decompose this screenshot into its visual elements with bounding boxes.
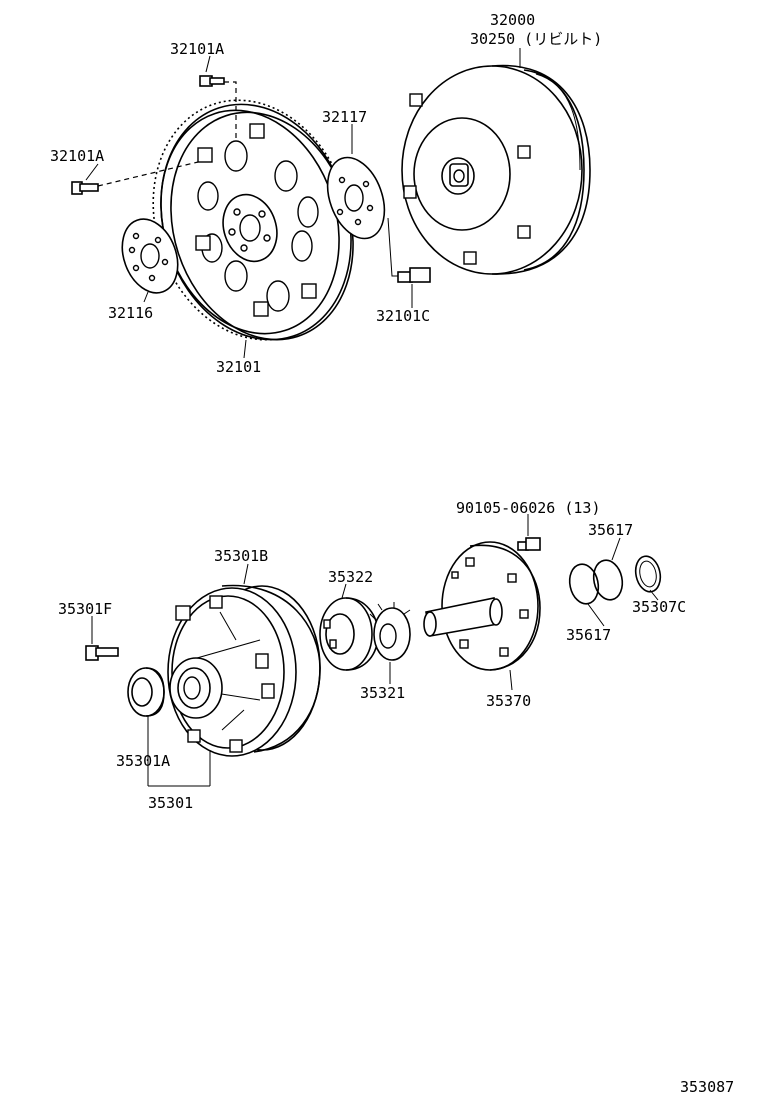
label-35301: 35301 xyxy=(148,794,193,812)
label-32117: 32117 xyxy=(322,108,367,126)
seal-rings-35617[interactable] xyxy=(566,558,626,607)
label-35617-top: 35617 xyxy=(588,521,633,539)
leader-lines xyxy=(85,48,659,787)
label-32101a-left: 32101A xyxy=(50,147,104,165)
label-35301f: 35301F xyxy=(58,600,112,618)
align-line-top xyxy=(224,81,237,140)
align-line-right xyxy=(387,217,398,277)
label-32116: 32116 xyxy=(108,304,153,322)
label-35370: 35370 xyxy=(486,692,531,710)
label-35301a: 35301A xyxy=(116,752,170,770)
bolt-32101c[interactable] xyxy=(397,267,431,283)
bolt-32101a-top[interactable] xyxy=(199,75,225,87)
stator-shaft-35370[interactable] xyxy=(423,541,541,671)
bolt-90105[interactable] xyxy=(517,537,541,551)
label-35321: 35321 xyxy=(360,684,405,702)
bolt-35301f[interactable] xyxy=(85,645,119,661)
snap-ring-35307c[interactable] xyxy=(633,554,664,594)
spacer-32116[interactable] xyxy=(113,211,188,300)
label-32101: 32101 xyxy=(216,358,261,376)
drive-plate[interactable] xyxy=(123,74,382,365)
drive-gear-35321[interactable] xyxy=(369,602,411,661)
spacer-32117[interactable] xyxy=(317,150,395,247)
oil-seal-35301a[interactable] xyxy=(127,667,165,717)
bolt-32101a-left[interactable] xyxy=(71,181,99,195)
label-90105: 90105-06026 (13) xyxy=(456,499,601,517)
label-35617-bottom: 35617 xyxy=(566,626,611,644)
torque-converter[interactable] xyxy=(401,64,591,275)
align-line-left xyxy=(97,161,199,187)
label-35322: 35322 xyxy=(328,568,373,586)
label-32000: 32000 xyxy=(490,11,535,29)
label-32101a-top: 32101A xyxy=(170,40,224,58)
oil-pump-body[interactable] xyxy=(167,584,321,757)
label-32101c: 32101C xyxy=(376,307,430,325)
label-35301b: 35301B xyxy=(214,547,268,565)
label-30250: 30250 (リビルト) xyxy=(470,30,602,48)
driven-gear-35322[interactable] xyxy=(319,597,379,671)
diagram-id: 353087 xyxy=(680,1078,734,1096)
label-35307c: 35307C xyxy=(632,598,686,616)
